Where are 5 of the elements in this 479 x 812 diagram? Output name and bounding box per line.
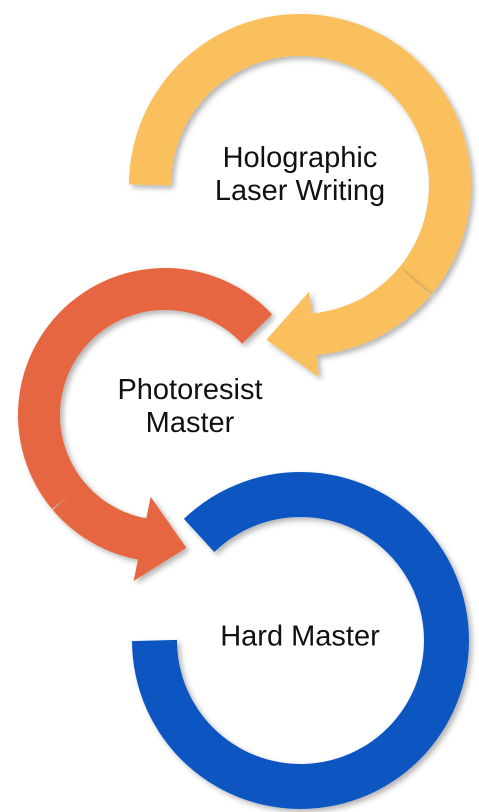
- arrow: [52, 480, 186, 582]
- step-label: Photoresist Master: [116, 374, 264, 440]
- arrow: [266, 266, 431, 378]
- step-label: Hard Master: [219, 620, 381, 654]
- step-label: Holographic Laser Writing: [214, 142, 386, 208]
